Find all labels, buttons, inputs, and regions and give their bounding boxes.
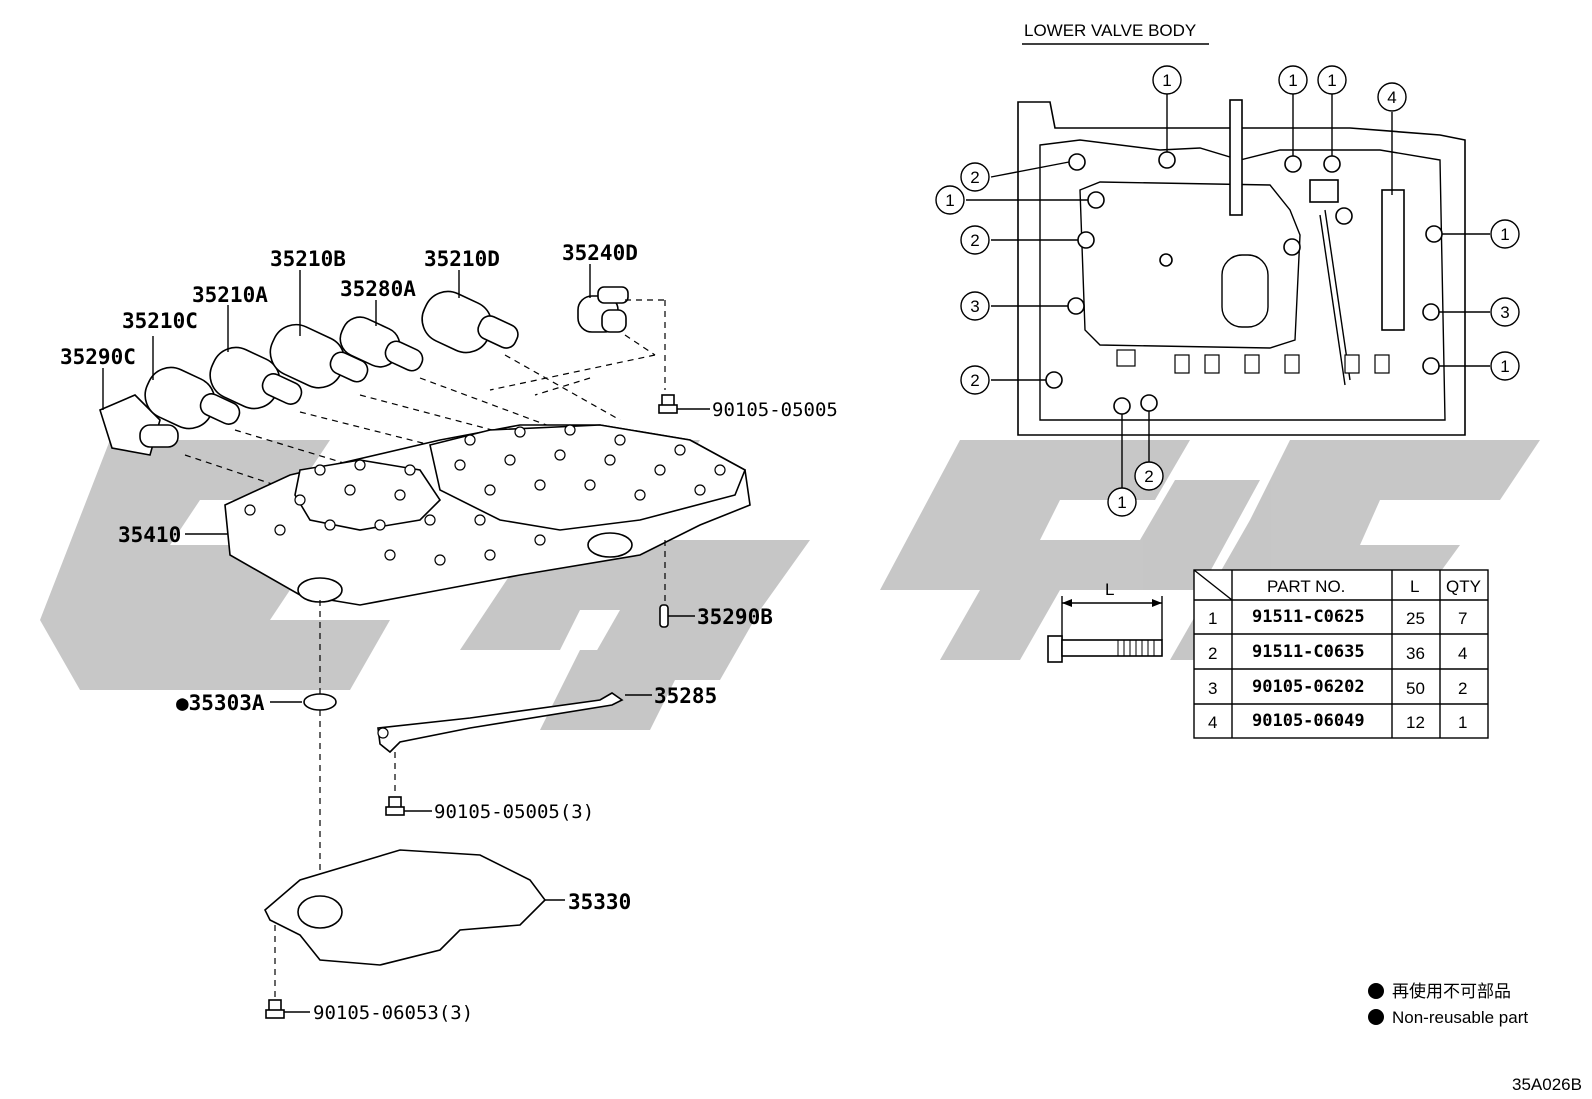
label-35290B: 35290B [697, 605, 773, 629]
legend: 再使用不可部品 Non-reusable part [1368, 981, 1528, 1027]
svg-text:1: 1 [1500, 225, 1509, 244]
diagram-code: 35A026B [1512, 1075, 1582, 1094]
table-row-4-partno: 90105-06049 [1252, 711, 1365, 731]
valve-body-35410[interactable] [224, 424, 751, 606]
table-row-2-index: 2 [1208, 644, 1217, 663]
callout-4: 4 [1377, 82, 1407, 112]
label-90105-05005: 90105-05005 [712, 399, 838, 421]
svg-text:1: 1 [1500, 357, 1509, 376]
callout-1: 1 [1278, 65, 1308, 95]
svg-text:1: 1 [1117, 493, 1126, 512]
label-35410: 35410 [118, 523, 181, 547]
table-row-4-l: 12 [1406, 713, 1425, 732]
table-row-3-qty: 2 [1458, 679, 1467, 698]
oring-35303A[interactable] [303, 693, 337, 711]
label-35210A: 35210A [192, 283, 268, 307]
callout-1: 1 [1490, 351, 1520, 381]
legend-bullet-icon [1368, 1009, 1384, 1025]
label-35210D: 35210D [424, 247, 500, 271]
svg-text:1: 1 [945, 191, 954, 210]
table-header-part-no: PART NO. [1267, 577, 1345, 596]
table-row-2-l: 36 [1406, 644, 1425, 663]
svg-text:2: 2 [970, 371, 979, 390]
callout-3: 3 [1490, 297, 1520, 327]
table-row-1-partno: 91511-C0625 [1252, 607, 1365, 627]
label-35290C: 35290C [60, 345, 136, 369]
solenoid-35210A[interactable] [202, 340, 304, 417]
solenoid-35290C[interactable] [99, 394, 179, 456]
bolt-90105-05005-3[interactable] [385, 796, 405, 816]
bolt-dimension-illustration: L [1047, 580, 1163, 663]
table-header-l: L [1410, 577, 1419, 596]
table-row-1-qty: 7 [1458, 609, 1467, 628]
callouts: 1 1 1 4 2 1 2 3 2 1 3 1 2 1 [935, 65, 1520, 517]
svg-text:1: 1 [1327, 71, 1336, 90]
callout-2: 2 [960, 162, 990, 192]
legend-line-1: 再使用不可部品 [1392, 981, 1511, 1001]
label-90105-06053-3: 90105-06053(3) [313, 1002, 473, 1024]
label-35330: 35330 [568, 890, 631, 914]
table-corner-diagonal [1193, 569, 1233, 601]
label-35210C: 35210C [122, 309, 198, 333]
legend-line-2: Non-reusable part [1392, 1008, 1528, 1027]
callout-leaders [966, 94, 1490, 488]
table-row-4-qty: 1 [1458, 713, 1467, 732]
label-35280A: 35280A [340, 277, 416, 301]
svg-text:2: 2 [970, 168, 979, 187]
svg-text:3: 3 [970, 297, 979, 316]
legend-bullet-icon [1368, 983, 1384, 999]
callout-1: 1 [1107, 487, 1137, 517]
lower-valve-body [1017, 99, 1466, 436]
table-row-4-index: 4 [1208, 713, 1217, 732]
svg-text:1: 1 [1288, 71, 1297, 90]
table-row-3-l: 50 [1406, 679, 1425, 698]
plate-35285[interactable] [377, 692, 624, 754]
callout-1: 1 [1152, 65, 1182, 95]
table-row-3-partno: 90105-06202 [1252, 677, 1365, 697]
svg-text:2: 2 [1144, 467, 1153, 486]
svg-text:1: 1 [1162, 71, 1171, 90]
label-35240D: 35240D [562, 241, 638, 265]
label-35303A: ●35303A [176, 691, 265, 715]
table-row-2-qty: 4 [1458, 644, 1467, 663]
part-labels: 35290C 35210C 35210A 35210B 35280A 35210… [60, 241, 838, 1024]
table-row-1-index: 1 [1208, 609, 1217, 628]
solenoid-35240D[interactable] [577, 286, 629, 333]
bolt-90105-06053-3[interactable] [265, 999, 285, 1019]
table-row-1-l: 25 [1406, 609, 1425, 628]
diagram-title: LOWER VALVE BODY [1024, 21, 1196, 40]
callout-1: 1 [1490, 219, 1520, 249]
dimension-L-label: L [1105, 580, 1114, 599]
label-90105-05005-3: 90105-05005(3) [434, 801, 594, 823]
solenoid-35210C[interactable] [137, 360, 242, 437]
callout-2: 2 [960, 365, 990, 395]
table-row-3-index: 3 [1208, 679, 1217, 698]
table-header-qty: QTY [1446, 577, 1481, 596]
svg-text:2: 2 [970, 231, 979, 250]
table-row-2-partno: 91511-C0635 [1252, 642, 1365, 662]
callout-2: 2 [1134, 461, 1164, 491]
callout-1: 1 [935, 185, 965, 215]
svg-text:3: 3 [1500, 303, 1509, 322]
svg-text:4: 4 [1387, 88, 1396, 107]
solenoid-35210D[interactable] [414, 284, 521, 361]
label-35210B: 35210B [270, 247, 346, 271]
pin-35290B[interactable] [659, 604, 669, 628]
solenoid-35280A[interactable] [334, 311, 426, 374]
label-35285: 35285 [654, 684, 717, 708]
strainer-35330[interactable] [264, 849, 547, 966]
bolt-90105-05005[interactable] [658, 394, 678, 414]
callout-2: 2 [960, 225, 990, 255]
valve-body-bolts [244, 424, 726, 566]
callout-3: 3 [960, 291, 990, 321]
callout-1: 1 [1317, 65, 1347, 95]
solenoid-35210B[interactable] [262, 317, 370, 396]
bolt-table: PART NO. L QTY 1 91511-C0625 25 7 2 9151… [1193, 569, 1489, 739]
